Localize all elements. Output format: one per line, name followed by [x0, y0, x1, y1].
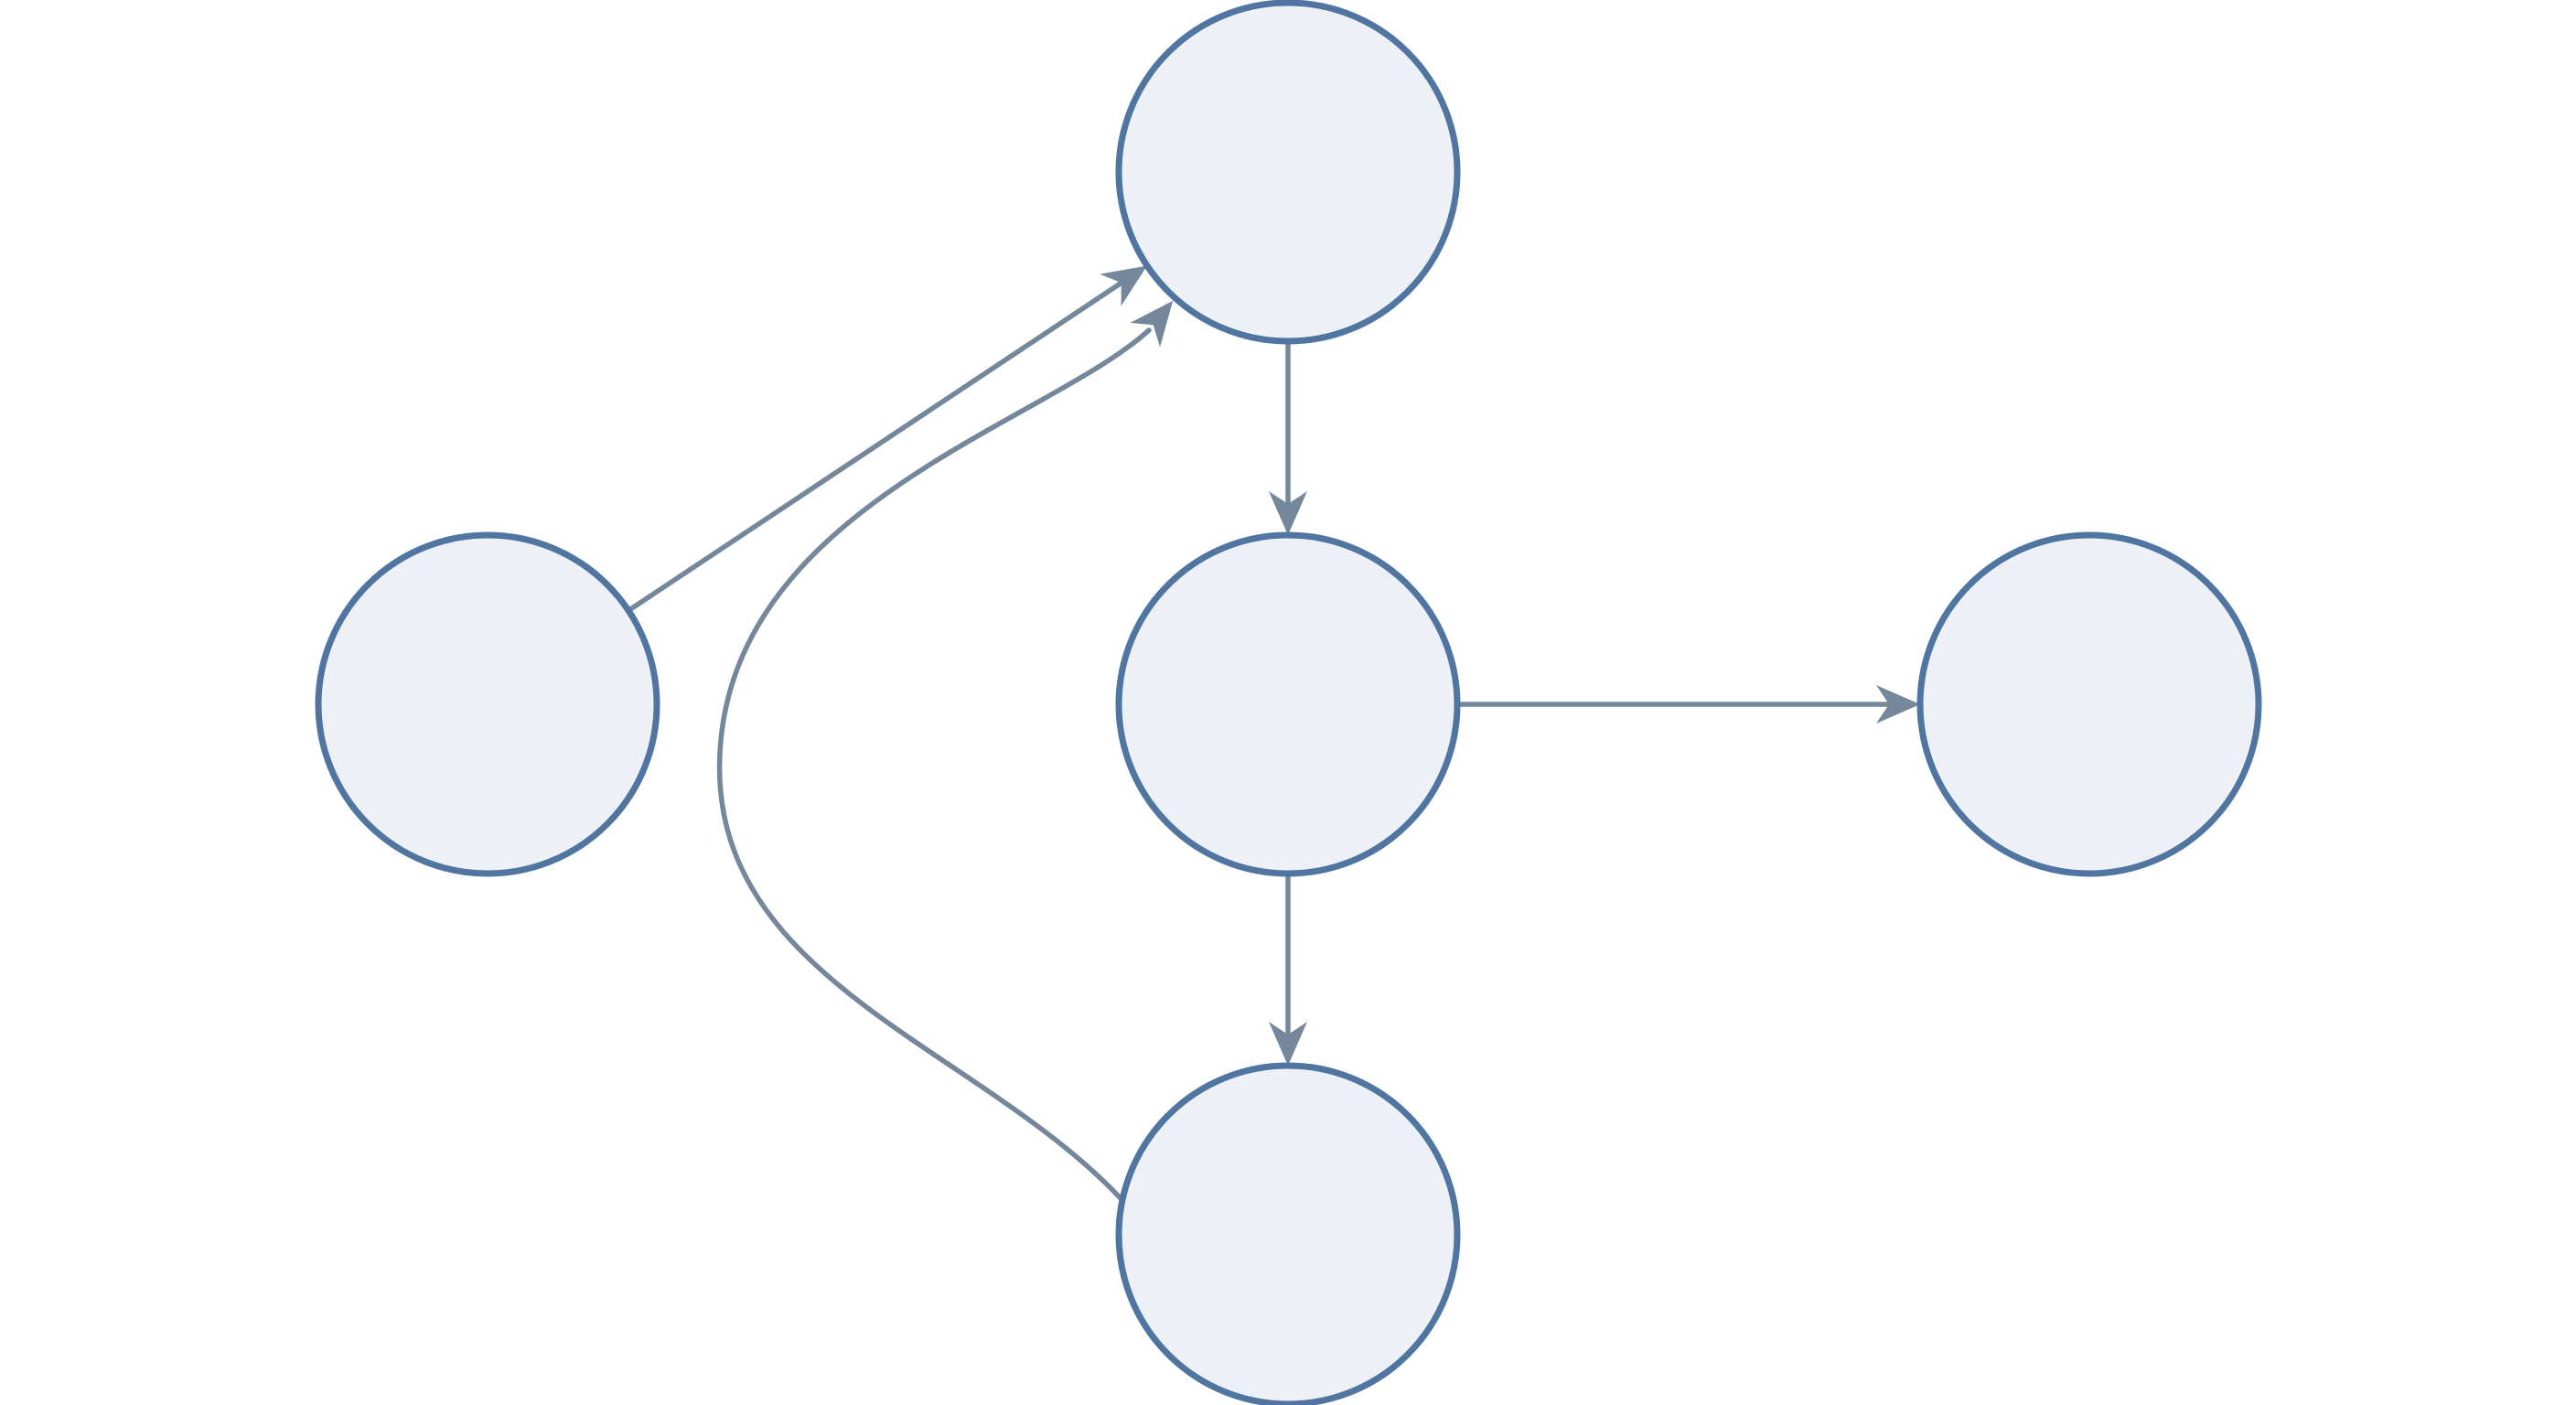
nodes-layer — [315, 0, 2262, 1405]
node-circle-bottom — [1115, 1062, 1461, 1405]
node-circle-left — [315, 531, 660, 877]
arrowhead-center-to-right — [1876, 685, 1920, 724]
edge-top-to-center — [1269, 338, 1307, 535]
edge-line-left-to-top — [626, 278, 1127, 614]
node-circle-center — [1115, 531, 1461, 877]
node-bottom — [1115, 1062, 1461, 1405]
edge-bottom-to-top — [716, 300, 1174, 1201]
node-left — [315, 531, 660, 877]
node-circle-right — [1916, 531, 2262, 877]
arrowhead-top-to-center — [1269, 491, 1307, 535]
edge-center-to-right — [1454, 685, 1920, 724]
edge-center-to-bottom — [1269, 871, 1307, 1066]
edge-left-to-top — [626, 265, 1147, 614]
arrowhead-center-to-bottom — [1269, 1022, 1307, 1066]
node-circle-top — [1115, 0, 1461, 345]
edges-layer — [626, 265, 1920, 1201]
edge-path-bottom-to-top — [716, 327, 1152, 1201]
arrowhead-bottom-to-top — [1130, 300, 1174, 348]
arrowhead-left-to-top — [1100, 265, 1147, 306]
node-top — [1115, 0, 1461, 345]
node-right — [1916, 531, 2262, 877]
node-center — [1115, 531, 1461, 877]
